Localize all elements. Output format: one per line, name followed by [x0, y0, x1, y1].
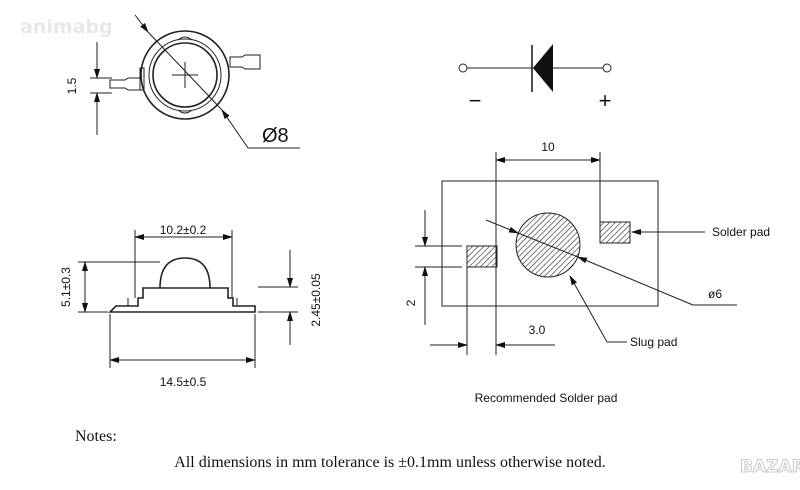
dim-base-height: 2.45±0.05 [309, 273, 323, 327]
solder-pad-label: Solder pad [712, 225, 770, 239]
plus-label: + [599, 88, 612, 113]
notes-text: All dimensions in mm tolerance is ±0.1mm… [174, 454, 605, 471]
dim-pad-width: 3.0 [529, 323, 546, 337]
dim-width-total: 14.5±0.5 [160, 375, 207, 389]
solder-pad-layout: 10 2 3.0 ø6 Slug pad Solder pad Recommen… [404, 140, 770, 405]
minus-label: − [469, 88, 482, 113]
side-view: 10.2±0.2 5.1±0.3 2.45±0.05 14.5±0.5 [59, 223, 323, 389]
slug-pad-label: Slug pad [630, 335, 677, 349]
dim-slug-diameter: ø6 [708, 287, 722, 301]
bazar-logo: BAZAR [740, 457, 800, 477]
dim-diameter-8: Ø8 [262, 125, 289, 147]
dim-spacing: 10 [541, 140, 555, 154]
dim-lead-1-5: 1.5 [65, 77, 79, 94]
solder-pad-caption: Recommended Solder pad [475, 391, 618, 405]
top-view: Ø8 1.5 [65, 14, 300, 149]
dim-height: 5.1±0.3 [59, 267, 73, 307]
watermark: animabg [20, 16, 113, 38]
dim-pad-height: 2 [404, 299, 418, 306]
dim-width-top: 10.2±0.2 [160, 223, 207, 237]
diode-symbol: − + [458, 44, 612, 113]
notes-title: Notes: [75, 428, 117, 445]
